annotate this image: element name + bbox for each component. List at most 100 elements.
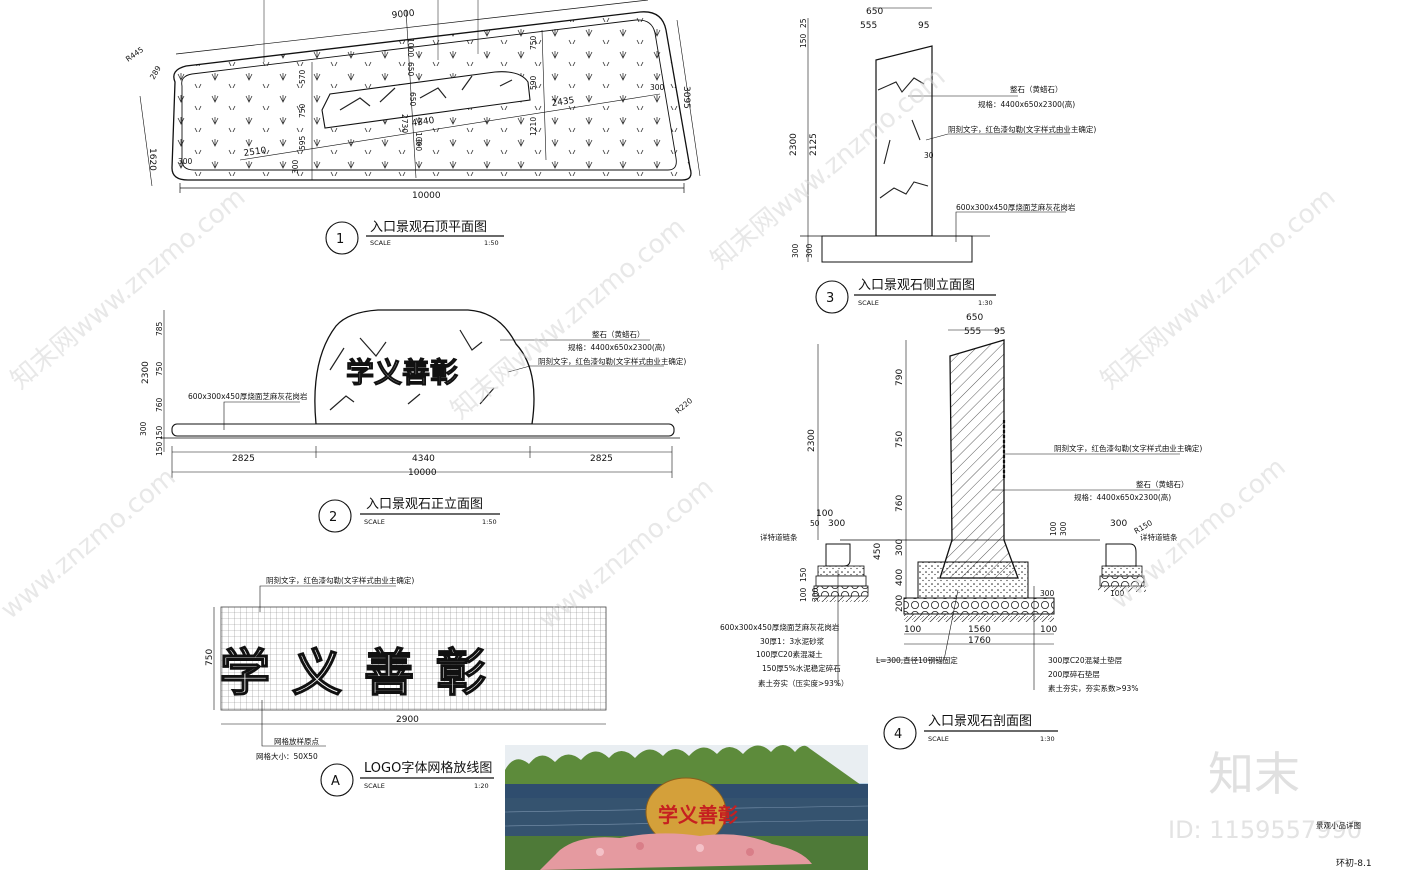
- section-dim-750: 750: [895, 431, 905, 448]
- front-dim-2300: 2300: [141, 361, 151, 384]
- side-dim-2300: 2300: [789, 133, 799, 156]
- plan-dim-1000b: 1000: [414, 132, 423, 151]
- plan-dim-595: 595: [298, 135, 307, 150]
- footer-sheet-code: 环初-8.1: [1336, 857, 1372, 869]
- plan-view-number: 1: [336, 232, 344, 247]
- section-dim-50: 50: [810, 519, 820, 528]
- front-dim-2825a: 2825: [232, 454, 255, 464]
- front-label-spec: 规格：4400x650x2300(高): [568, 342, 665, 352]
- side-label-carve: 阴刻文字，红色漆勾勒(文字样式由业主确定): [948, 124, 1096, 134]
- section-scale-label: SCALE: [928, 735, 949, 743]
- side-dim-25: 25: [799, 18, 808, 28]
- watermark-4: www.znzmo.com: [0, 462, 182, 625]
- grid-scale-label: SCALE: [364, 782, 385, 790]
- plan-dim-590: 590: [529, 75, 538, 90]
- section-label-carve: 阴刻文字，红色漆勾勒(文字样式由业主确定): [1054, 443, 1202, 453]
- front-stone-calligraphy: 学义善彰: [346, 356, 458, 389]
- section-view-title: 入口景观石剖面图: [928, 714, 1032, 729]
- plan-dim-1620: 1620: [147, 148, 157, 171]
- front-dim-10000: 10000: [408, 468, 437, 478]
- section-view-number: 4: [894, 727, 902, 742]
- front-view-number: 2: [329, 510, 337, 525]
- side-elevation-view: 650 555 95 150 25 2300 2125 300 300 30 整…: [789, 7, 1096, 314]
- watermark-1: 知末网www.znzmo.com: [5, 182, 251, 395]
- front-scale-label: SCALE: [364, 518, 385, 526]
- render-photo: 学义善彰: [504, 745, 869, 870]
- logo-grid-view: 学义善彰 750 2900 阴刻文字，红色漆勾勒(文字样式由业主确定) 网格放样…: [205, 575, 607, 797]
- section-dim-100c: 100: [1040, 625, 1057, 635]
- side-dim-30: 30: [924, 151, 934, 160]
- section-label-kerb-right: 详特道链条: [1140, 532, 1178, 542]
- plan-dim-300d: 300: [650, 83, 665, 92]
- section-dim-2300: 2300: [807, 429, 817, 452]
- section-label-r1: 300厚C20混凝土垫层: [1048, 655, 1123, 665]
- grid-label-carve: 阴刻文字，红色漆勾勒(文字样式由业主确定): [266, 575, 414, 585]
- plan-dim-289: 289: [148, 64, 163, 81]
- plan-dim-1210: 1210: [529, 117, 538, 136]
- side-dim-150: 150: [799, 33, 808, 48]
- section-dim-400: 400: [895, 569, 905, 586]
- plan-dim-2510: 2510: [243, 146, 267, 159]
- section-dim-300b: 300: [828, 519, 845, 529]
- section-label-l4: 150厚5%水泥稳定碎石: [762, 663, 841, 673]
- section-dim-300e: 300: [811, 587, 820, 602]
- plan-dim-750b: 750: [529, 35, 538, 50]
- side-dim-300b: 300: [805, 243, 814, 258]
- footer-id: ID: 1159557990: [1168, 816, 1362, 844]
- grid-scale-value: 1:20: [474, 782, 489, 790]
- section-dim-300d: 300: [1110, 519, 1127, 529]
- section-dim-760: 760: [895, 495, 905, 512]
- front-dim-750: 750: [155, 361, 164, 376]
- plan-view: 10000 9000 2510 2435 4340 R445 289 1620 …: [124, 0, 701, 255]
- plan-view-title: 入口景观石顶平面图: [370, 220, 487, 235]
- plan-stone: [321, 71, 531, 129]
- plan-dim-1000a: 1000: [406, 38, 415, 57]
- front-dim-785: 785: [155, 321, 164, 336]
- front-dim-300: 300: [139, 421, 148, 436]
- section-dim-100d: 100: [799, 587, 808, 602]
- plan-dim-3095: 3095: [681, 86, 691, 109]
- section-dim-100b: 100: [904, 625, 921, 635]
- section-label-r3: 素土夯实，夯实系数>93%: [1048, 683, 1138, 693]
- plan-dim-650b: 650: [408, 92, 417, 107]
- logo-grid-calligraphy: 学义善彰: [220, 643, 508, 702]
- plan-dim-2730: 2730: [400, 114, 409, 133]
- section-scale-value: 1:30: [1040, 735, 1055, 743]
- grid-label-origin: 网格放样原点: [274, 736, 319, 746]
- section-dim-300f: 300: [1059, 521, 1068, 536]
- plan-dim-570: 570: [298, 69, 307, 84]
- section-dim-100e: 100: [1049, 521, 1058, 536]
- front-dim-150a: 150: [155, 425, 164, 440]
- section-dim-100f: 100: [1110, 589, 1125, 598]
- front-dim-760: 760: [155, 397, 164, 412]
- side-view-title: 入口景观石侧立面图: [858, 278, 975, 293]
- section-dim-450: 450: [873, 543, 883, 560]
- section-label-l5: 素土夯实（压实度>93%）: [758, 678, 848, 688]
- section-dim-650: 650: [966, 313, 983, 323]
- plan-dim-300b: 300: [291, 159, 300, 174]
- watermark-5: www.znzmo.com: [533, 472, 719, 635]
- side-scale-value: 1:30: [978, 299, 993, 307]
- plan-dim-650: 650: [406, 62, 415, 77]
- grid-view-number: A: [331, 774, 340, 789]
- plan-dim-300a: 300: [178, 157, 193, 166]
- section-dim-1560: 1560: [968, 625, 991, 635]
- footer-brand: 知末: [1208, 747, 1300, 801]
- side-label-spec: 规格：4400x650x2300(高): [978, 99, 1075, 109]
- side-dim-95: 95: [918, 21, 929, 31]
- front-elevation-view: 学义善彰 2825 4340 2825 10000 2300 785 750 7…: [139, 309, 694, 533]
- plan-dim-4340: 4340: [411, 116, 435, 129]
- plan-dim-750a: 750: [298, 103, 307, 118]
- section-label-kerb-left: 详特道链条: [760, 532, 798, 542]
- front-view-title: 入口景观石正立面图: [366, 497, 483, 512]
- front-dim-2825b: 2825: [590, 454, 613, 464]
- side-label-stone: 整石（黄蜡石）: [1010, 84, 1063, 94]
- side-label-curb: 600x300x450厚烧面芝麻灰花岗岩: [956, 202, 1076, 212]
- plan-dim-2435: 2435: [551, 96, 575, 109]
- plan-scale-label: SCALE: [370, 239, 391, 247]
- section-label-spec: 规格：4400x650x2300(高): [1074, 492, 1171, 502]
- front-dim-150b: 150: [155, 441, 164, 456]
- section-dim-95: 95: [994, 327, 1005, 337]
- front-dim-4340: 4340: [412, 454, 435, 464]
